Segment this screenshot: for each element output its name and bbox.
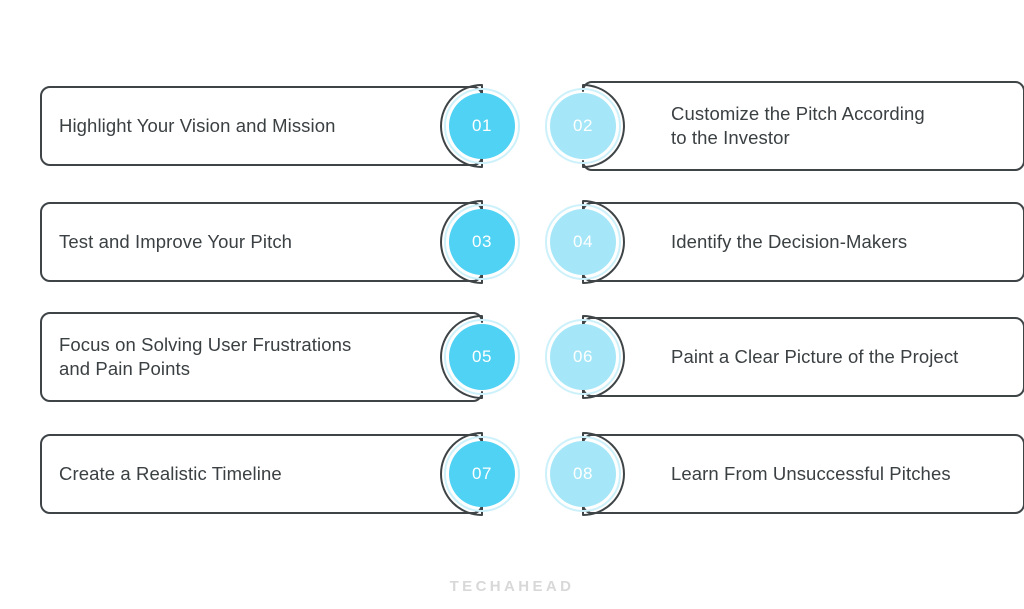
badge-ring	[545, 436, 621, 512]
item-label: Paint a Clear Picture of the Project	[671, 345, 959, 367]
item-box-outline	[40, 84, 483, 168]
item-box-outline	[40, 200, 483, 284]
item-label: Customize the Pitch According to the Inv…	[671, 102, 925, 148]
item-label: Test and Improve Your Pitch	[59, 230, 293, 252]
item-number-badge: 01	[444, 88, 520, 164]
item-number-badge: 02	[545, 88, 621, 164]
item-number-badge: 07	[444, 436, 520, 512]
item-label: Create a Realistic Timeline	[59, 462, 282, 484]
badge-ring	[444, 319, 520, 395]
badge-ring	[545, 88, 621, 164]
list-item[interactable]: Learn From Unsuccessful Pitches 08	[545, 432, 1024, 516]
badge-number: 04	[572, 232, 594, 251]
item-number-badge: 03	[444, 204, 520, 280]
item-number-badge: 05	[444, 319, 520, 395]
list-item[interactable]: Customize the Pitch According to the Inv…	[545, 81, 1024, 171]
item-box-outline	[40, 432, 483, 516]
badge-number: 03	[471, 232, 493, 251]
list-item[interactable]: Focus on Solving User Frustrations and P…	[40, 312, 520, 402]
badge-number: 08	[572, 464, 594, 483]
badge-number: 02	[572, 116, 594, 135]
item-number-badge: 08	[545, 436, 621, 512]
item-label: Focus on Solving User Frustrations and P…	[59, 333, 352, 379]
badge-ring	[444, 436, 520, 512]
list-item[interactable]: Create a Realistic Timeline 07	[40, 432, 520, 516]
techahead-logo: TECHAHEAD	[449, 578, 575, 595]
badge-number: 07	[471, 464, 493, 483]
item-number-badge: 04	[545, 204, 621, 280]
list-item[interactable]: Paint a Clear Picture of the Project 06	[545, 315, 1024, 399]
item-label: Identify the Decision-Makers	[671, 230, 908, 252]
list-item[interactable]: Test and Improve Your Pitch 03	[40, 200, 520, 284]
badge-ring	[444, 88, 520, 164]
list-item[interactable]: Identify the Decision-Makers 04	[545, 200, 1024, 284]
badge-number: 01	[471, 116, 493, 135]
badge-ring	[444, 204, 520, 280]
item-number-badge: 06	[545, 319, 621, 395]
list-item[interactable]: Highlight Your Vision and Mission 01	[40, 84, 520, 168]
badge-number: 06	[572, 347, 594, 366]
item-box-outline	[40, 312, 483, 402]
badge-number: 05	[471, 347, 493, 366]
item-label: Highlight Your Vision and Mission	[59, 114, 336, 136]
item-label: Learn From Unsuccessful Pitches	[671, 462, 951, 484]
badge-ring	[545, 319, 621, 395]
badge-ring	[545, 204, 621, 280]
